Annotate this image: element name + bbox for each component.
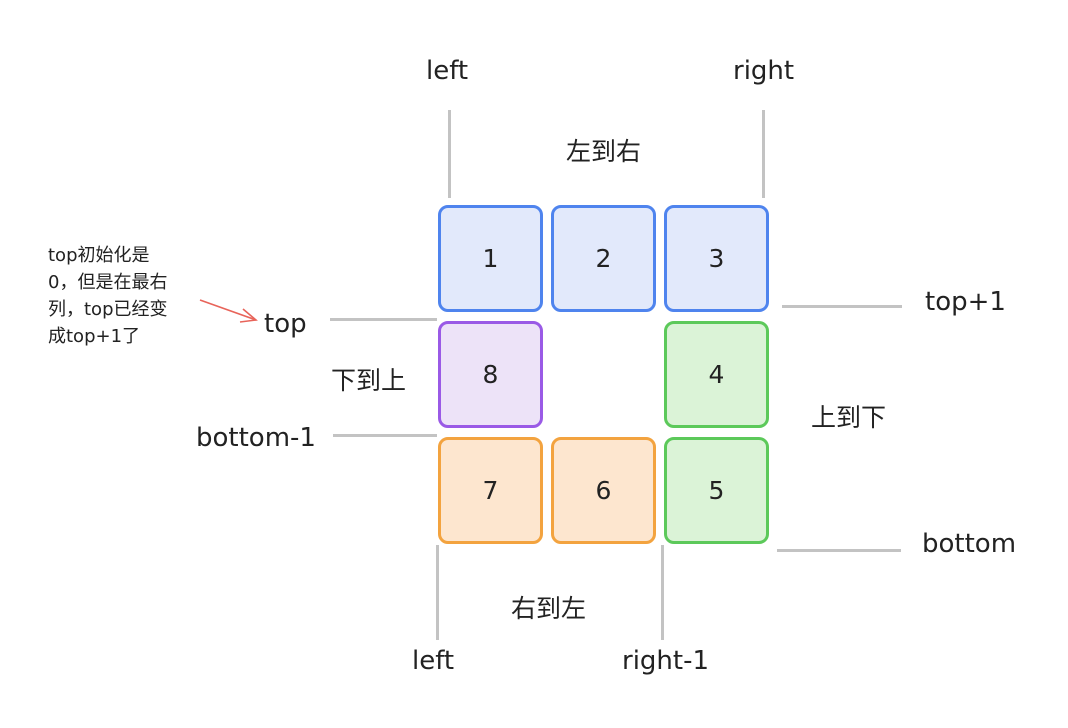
matrix-cell-4: 4 (664, 321, 769, 428)
right-minus-1-guide-line (661, 545, 664, 640)
matrix-cell-8: 8 (438, 321, 543, 428)
bottom-minus-1-guide-line (333, 434, 437, 437)
top-plus-1-guide-line (782, 305, 902, 308)
left-top-label: left (426, 56, 469, 86)
left-bottom-label: left (412, 646, 455, 676)
matrix-cell-6: 6 (551, 437, 656, 544)
matrix-cell-1: 1 (438, 205, 543, 312)
note-line-1: top初始化是 (48, 245, 150, 266)
right-top-label: right (733, 56, 795, 86)
top-label: top (264, 309, 307, 339)
top-guide-line (330, 318, 437, 321)
left-bottom-guide-line (436, 545, 439, 640)
bottom-guide-line (777, 549, 901, 552)
matrix-cell-5: 5 (664, 437, 769, 544)
top-to-bottom-label: 上到下 (811, 403, 887, 432)
bottom-label: bottom (922, 529, 1017, 559)
left-to-right-label: 左到右 (566, 137, 642, 166)
right-top-guide-line (762, 110, 765, 198)
note-line-4: 成top+1了 (48, 326, 141, 347)
annotation-note: top初始化是 0，但是在最右 列，top已经变 成top+1了 (48, 242, 168, 350)
top-plus-1-label: top+1 (925, 287, 1006, 317)
bottom-minus-1-label: bottom-1 (196, 423, 316, 453)
matrix-cell-7: 7 (438, 437, 543, 544)
right-to-left-label: 右到左 (511, 594, 587, 623)
note-line-2: 0，但是在最右 (48, 272, 168, 293)
matrix-cell-3: 3 (664, 205, 769, 312)
right-minus-1-label: right-1 (622, 646, 710, 676)
bottom-to-top-label: 下到上 (331, 366, 407, 395)
matrix-cell-2: 2 (551, 205, 656, 312)
left-top-guide-line (448, 110, 451, 198)
note-line-3: 列，top已经变 (48, 299, 168, 320)
